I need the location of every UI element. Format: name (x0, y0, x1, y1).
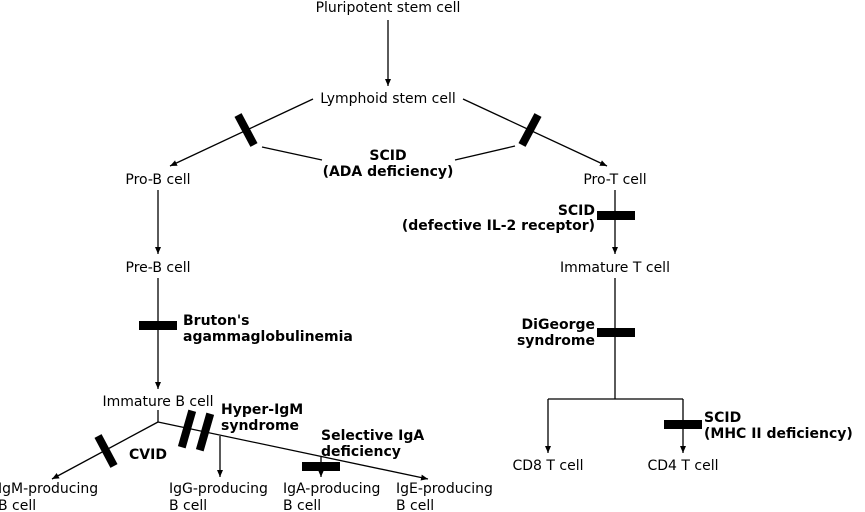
node-ige-line1: IgE-producing (396, 481, 493, 497)
node-pluripotent-stem-cell: Pluripotent stem cell (316, 0, 461, 16)
block-digeorge (597, 328, 635, 337)
label-scid-mhc-ii-deficiency: SCID (MHC II deficiency) (704, 410, 853, 442)
node-igm-producing-b-cell: IgM-producing B cell (0, 481, 98, 512)
label-hyper-igm-line1: Hyper-IgM (221, 402, 303, 418)
node-immature-t-cell: Immature T cell (560, 260, 670, 276)
pointer-scid-ada-left (261, 146, 323, 161)
node-lymphoid-stem-cell: Lymphoid stem cell (320, 91, 456, 107)
label-scid-il2-line2: (defective IL-2 receptor) (402, 218, 595, 234)
label-scid-mhc-line1: SCID (704, 410, 741, 426)
node-igg-line1: IgG-producing (169, 481, 268, 497)
node-igm-line1: IgM-producing (0, 481, 98, 497)
label-hyper-igm-syndrome: Hyper-IgM syndrome (221, 402, 303, 434)
block-scid-ada-right (518, 113, 542, 147)
label-iga-def-line1: Selective IgA (321, 428, 424, 444)
label-hyper-igm-line2: syndrome (221, 418, 299, 434)
node-pro-b-cell: Pro-B cell (125, 172, 190, 188)
label-scid-ada-line2: (ADA deficiency) (323, 164, 454, 180)
block-bruton (139, 321, 177, 330)
node-pre-b-cell: Pre-B cell (126, 260, 191, 276)
label-iga-def-line2: deficiency (321, 444, 401, 460)
label-selective-iga-deficiency: Selective IgA deficiency (321, 428, 424, 460)
edge-lymphoid-to-pro-t (462, 98, 608, 167)
label-brutons-agammaglobulinemia: Bruton's agammaglobulinemia (183, 313, 353, 345)
block-scid-ada-left (234, 113, 258, 147)
block-scid-mhc (664, 420, 702, 429)
pointer-scid-ada-right (454, 145, 516, 161)
label-cvid: CVID (129, 447, 167, 463)
label-bruton-line2: agammaglobulinemia (183, 329, 353, 345)
label-digeorge-line2: syndrome (517, 333, 595, 349)
label-scid-ada-line1: SCID (369, 148, 406, 164)
node-cd8-t-cell: CD8 T cell (512, 458, 583, 474)
block-hyper-igm-1 (177, 409, 197, 449)
block-hyper-igm-2 (195, 412, 215, 452)
block-cvid (94, 434, 118, 468)
label-bruton-line1: Bruton's (183, 313, 249, 329)
label-scid-ada-deficiency: SCID (ADA deficiency) (323, 148, 454, 180)
node-igg-line2: B cell (169, 498, 207, 512)
label-digeorge-line1: DiGeorge (522, 317, 595, 333)
node-iga-line1: IgA-producing (283, 481, 380, 497)
node-immature-b-cell: Immature B cell (102, 394, 213, 410)
node-iga-producing-b-cell: IgA-producing B cell (283, 481, 380, 512)
block-selective-iga (302, 462, 340, 471)
label-scid-il2-receptor: SCID (defective IL-2 receptor) (402, 203, 595, 234)
node-ige-producing-b-cell: IgE-producing B cell (396, 481, 493, 512)
node-igg-producing-b-cell: IgG-producing B cell (169, 481, 268, 512)
label-digeorge-syndrome: DiGeorge syndrome (517, 317, 595, 349)
node-igm-line2: B cell (0, 498, 36, 512)
node-pro-t-cell: Pro-T cell (583, 172, 646, 188)
node-iga-line2: B cell (283, 498, 321, 512)
edge-lymphoid-to-pro-b (169, 98, 314, 167)
block-scid-il2 (597, 211, 635, 220)
label-scid-mhc-line2: (MHC II deficiency) (704, 426, 853, 442)
node-ige-line2: B cell (396, 498, 434, 512)
node-cd4-t-cell: CD4 T cell (647, 458, 718, 474)
label-scid-il2-line1: SCID (558, 203, 595, 219)
